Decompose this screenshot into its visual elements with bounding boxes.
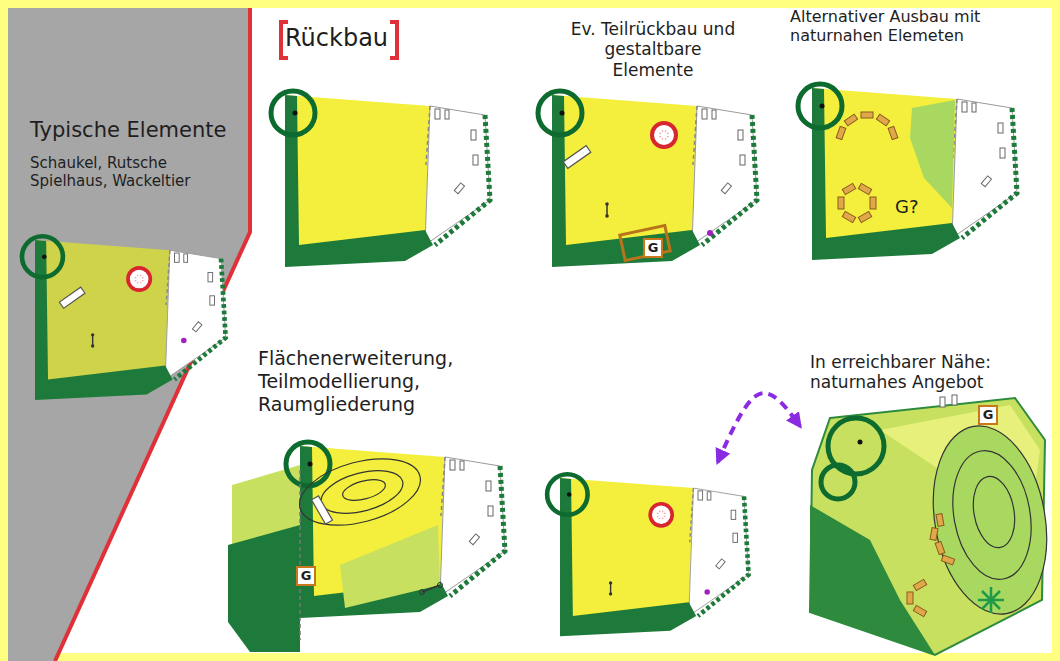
plan-existing [547,474,748,636]
element-panel: Typische ElementeSchaukel, Rutsche Spiel… [15,112,247,412]
plan-typical [22,236,226,400]
extension-green [228,525,300,652]
playhouse-question: G? [895,196,919,218]
log [936,514,944,527]
swing [420,583,443,595]
plan-base [22,236,226,400]
plan-heading: Ev. Teilrückbau und gestaltbare Elemente [568,19,738,80]
tree-trunk [858,440,863,445]
small-item [707,230,713,236]
log [838,197,844,209]
plan-heading: Alternativer Ausbau mit naturnahen Eleme… [790,7,1028,45]
log [913,605,926,616]
rocking-toy [91,333,94,348]
contour [943,444,1040,585]
element-list: Schaukel, Rutsche Spielhaus, Wackeltier [30,154,200,190]
plan-panel: Alternativer Ausbau mit naturnahen Eleme… [785,5,1030,280]
log [913,579,926,590]
log [930,528,938,541]
log [858,211,871,222]
slide [59,287,85,308]
small-item [704,589,710,595]
plan-heading: Flächenerweiterung, Teilmodellierung, Ra… [258,347,494,415]
dashed-connector [718,393,800,462]
playhouse-box: G [978,405,998,425]
plan-partial [538,91,757,267]
plan-panel: Ev. Teilrückbau und gestaltbare Elemente… [528,15,768,277]
plan-extension [228,442,505,652]
contour [317,463,408,521]
log [858,183,871,194]
log [861,112,873,118]
plan-base [286,442,505,618]
plant-star [978,587,1004,613]
rocking-toy [605,202,609,218]
log [935,541,945,554]
playhouse-mark: G [645,240,661,256]
log [842,183,855,194]
woodland [810,505,935,655]
slide [312,496,333,524]
plan-heading: In erreichbarer Nähe: naturnahes Angebot [810,352,1048,393]
slide [563,146,591,169]
plan-base [271,91,490,267]
log [842,211,855,222]
playhouse-mark: G [980,407,996,423]
plan-panel: In erreichbarer Nähe: naturnahes Angebot… [800,350,1050,655]
plan-base [798,84,1017,260]
bench [952,395,957,405]
small-item [181,338,187,344]
plan-nearby [810,395,1060,655]
log [844,114,857,126]
panel-heading: Typische Elemente [30,118,245,143]
log [876,114,889,126]
log [907,592,913,604]
plan-removal [271,91,490,267]
red-bracket [390,22,397,58]
playhouse-box: G [296,566,316,586]
playhouse-mark: G [298,568,314,584]
sand-frame [620,226,670,261]
play-house [650,504,672,526]
rocking-toy [609,581,612,595]
log [888,126,898,139]
plan-panel [535,462,750,652]
contour [919,417,1060,623]
bench [940,397,945,407]
plan-heading: Rückbau [285,24,405,53]
play-house [652,123,676,147]
playhouse-box: G [643,238,663,258]
divider [299,470,301,640]
plan-panel: Rückbau [258,15,498,273]
plan-panel: Flächenerweiterung, Teilmodellierung, Ra… [225,345,497,653]
log [870,197,876,209]
log [836,126,846,139]
tree [821,465,855,499]
meadow [340,525,440,608]
plan-base [538,91,757,267]
contour [292,447,427,537]
contour [340,476,387,505]
plan-natural [798,84,1017,260]
grey-panel [8,8,250,661]
plan-base [547,474,748,636]
log [941,555,954,565]
contour [968,473,1020,551]
meadow [910,100,955,208]
play-house [128,268,150,290]
